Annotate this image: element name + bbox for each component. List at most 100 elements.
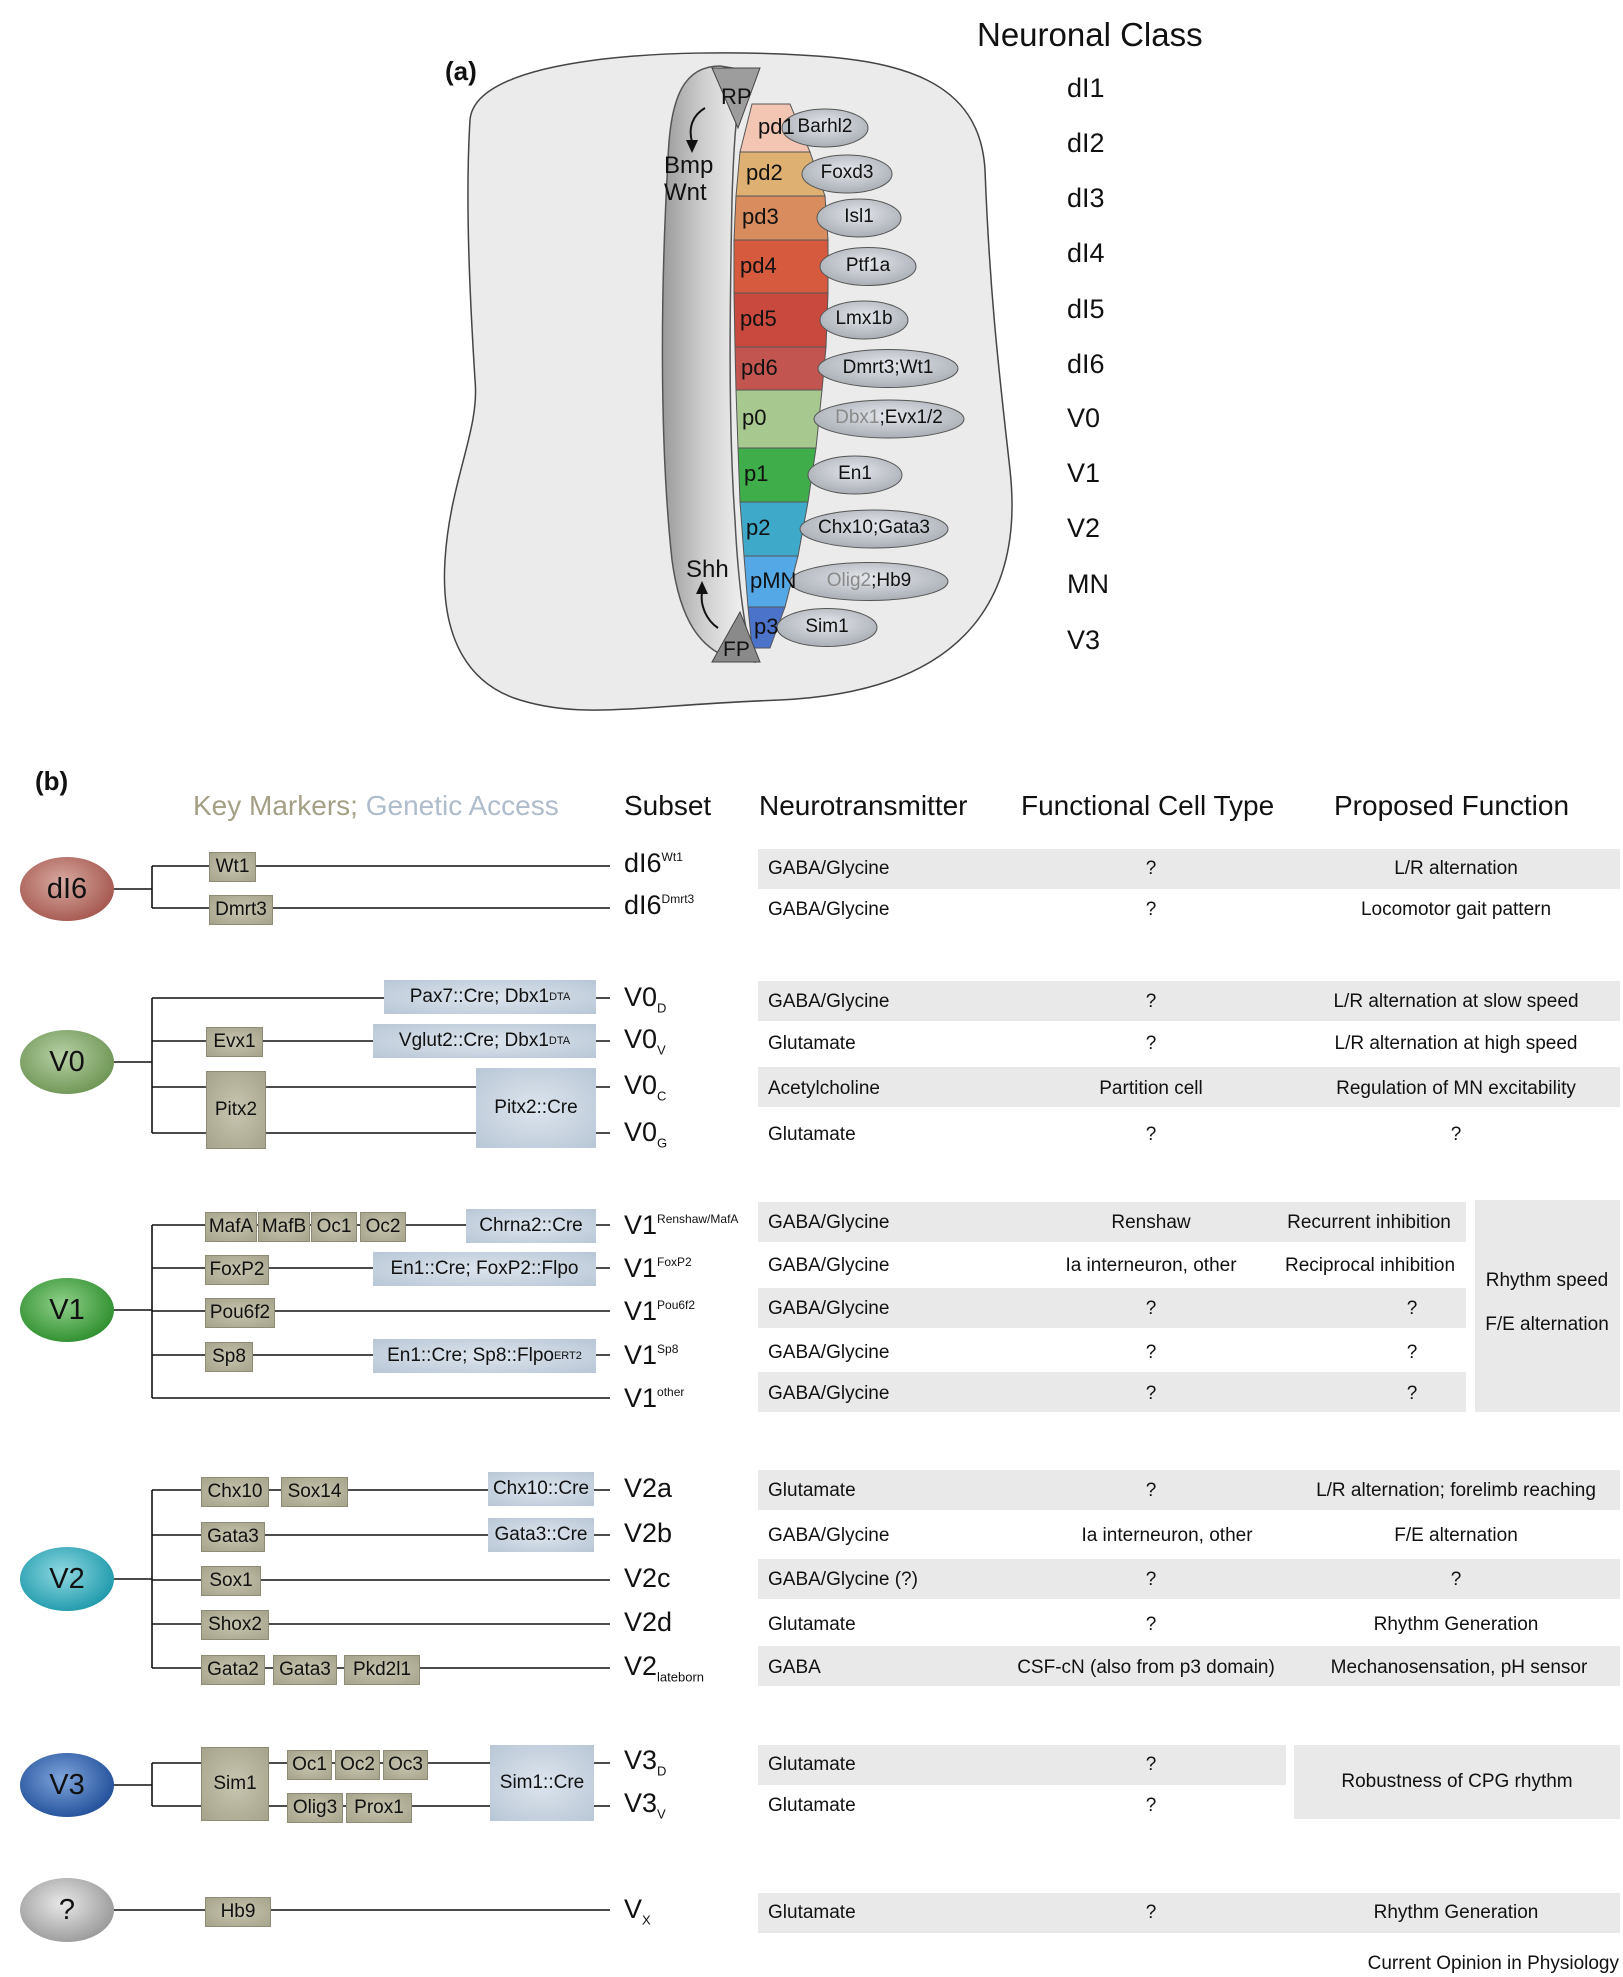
group-oval-v3: V3 [20, 1753, 114, 1817]
nt-di6dmrt3: GABA/Glycine [768, 899, 890, 920]
v3-shared-function: Robustness of CPG rhythm [1341, 1771, 1573, 1792]
subset-v2b: V2b [624, 1518, 673, 1548]
domain-label-p0: p0 [742, 405, 767, 430]
marker-mafa: MafA [205, 1212, 257, 1242]
marker-dmrt3: Dmrt3 [209, 895, 273, 925]
marker-gata2: Gata2 [201, 1655, 265, 1685]
nt-v1o: GABA/Glycine [768, 1383, 890, 1404]
domain-label-pmn: pMN [750, 567, 797, 593]
subset-v2d: V2d [624, 1607, 673, 1637]
marker-oc2: Oc2 [360, 1212, 406, 1242]
band-v1p [758, 1288, 1466, 1328]
marker-oval-p1 [807, 455, 903, 495]
roof-plate [711, 67, 761, 130]
subset-di6dmrt3: dI6Dmrt3 [624, 890, 695, 920]
subset-v2l: V2lateborn [624, 1651, 705, 1685]
subset-v0c: V0C [624, 1070, 667, 1104]
function-di6wt1: L/R alternation [1394, 858, 1518, 879]
celltype-v1r: Renshaw [1111, 1212, 1191, 1233]
marker-oval-p0 [813, 399, 965, 439]
marker-oc1: Oc1 [311, 1212, 357, 1242]
subset-v0g: V0G [624, 1117, 668, 1151]
function-v1s: ? [1406, 1342, 1418, 1363]
domain-label-p3: p3 [754, 613, 779, 639]
celltype-v2c: ? [1145, 1569, 1157, 1590]
marker-hb9: Hb9 [205, 1897, 271, 1927]
marker-label-p1: En1 [838, 463, 872, 484]
nt-v1p: GABA/Glycine [768, 1298, 890, 1319]
v1-shared-function-1: Rhythm speed [1485, 1270, 1609, 1291]
nt-v3v: Glutamate [768, 1795, 856, 1816]
group-oval-vx: ? [20, 1878, 114, 1942]
celltype-di6dmrt3: ? [1145, 899, 1157, 920]
marker-sp8: Sp8 [205, 1342, 253, 1372]
panel-b-label: (b) [35, 766, 69, 796]
marker-label-pd3: Isl1 [844, 206, 874, 227]
header-proposed-function: Proposed Function [1334, 790, 1570, 821]
marker-oval-p3 [776, 608, 878, 647]
function-v2d: Rhythm Generation [1373, 1614, 1539, 1635]
nt-vx: Glutamate [768, 1902, 856, 1923]
marker-oval-pmn [789, 562, 949, 601]
access-chx10cre: Chx10::Cre [488, 1472, 594, 1506]
nt-v0d: GABA/Glycine [768, 991, 890, 1012]
domain-label-pd6: pd6 [741, 354, 778, 380]
band-v2c [758, 1559, 1620, 1599]
marker-chx10: Chx10 [201, 1477, 269, 1507]
domain-label-pd1: pd1 [758, 114, 795, 139]
fp-label: FP [723, 638, 750, 661]
group-oval-v1: V1 [20, 1278, 114, 1342]
spinal-cord-diagram [443, 52, 1013, 711]
neuronal-class-v3: V3 [1067, 625, 1101, 655]
group-oval-v0: V0 [20, 1030, 114, 1094]
celltype-v0g: ? [1145, 1124, 1157, 1145]
subset-v1o: V1other [624, 1383, 685, 1413]
nt-v0c: Acetylcholine [768, 1078, 880, 1099]
marker-oval-p2 [799, 509, 949, 549]
domain-label-pd4: pd4 [740, 252, 777, 278]
nt-v3d: Glutamate [768, 1754, 856, 1775]
panel-a-label: (a) [445, 56, 477, 86]
domain-label-pd5: pd5 [740, 306, 777, 331]
subset-v2a: V2a [624, 1473, 673, 1503]
neuronal-class-mn: MN [1067, 569, 1109, 599]
function-v0v: L/R alternation at high speed [1334, 1033, 1578, 1054]
celltype-v0v: ? [1145, 1033, 1157, 1054]
marker-oval-pd1 [781, 108, 869, 148]
marker-label-pd1: Barhl2 [797, 116, 853, 137]
nt-di6wt1: GABA/Glycine [768, 858, 890, 879]
band-v1r [758, 1202, 1466, 1242]
subset-v1p: V1Pou6f2 [624, 1296, 696, 1326]
marker-oval-pd5 [819, 300, 909, 340]
celltype-di6wt1: ? [1145, 858, 1157, 879]
marker-evx1: Evx1 [206, 1027, 263, 1057]
domain-label-pd3: pd3 [742, 204, 779, 229]
marker-label-pd4: Ptf1a [845, 254, 891, 276]
rp-label: RP [721, 84, 752, 109]
band-vx [758, 1893, 1620, 1933]
function-v0c: Regulation of MN excitability [1336, 1078, 1576, 1099]
band-v0c [758, 1067, 1620, 1107]
function-v1o: ? [1406, 1383, 1418, 1404]
access-chrna2: Chrna2::Cre [466, 1209, 596, 1243]
function-v2b: F/E alternation [1394, 1525, 1518, 1546]
function-v1r: Recurrent inhibition [1287, 1212, 1451, 1233]
neuronal-class-v2: V2 [1067, 513, 1101, 543]
journal-footer: Current Opinion in Physiology [1367, 1953, 1619, 1974]
celltype-v1o: ? [1145, 1383, 1157, 1404]
celltype-v1p: ? [1145, 1298, 1157, 1319]
subset-v1r: V1Renshaw/MafA [624, 1210, 739, 1240]
marker-oval-pd4 [819, 247, 917, 286]
marker-label-p0: Dbx1;Evx1/2 [835, 407, 943, 428]
access-pitx2cre: Pitx2::Cre [476, 1068, 596, 1148]
arrow-bmp [689, 107, 706, 143]
group-oval-v2: V2 [20, 1547, 114, 1611]
neuronal-class-title: Neuronal Class [977, 16, 1203, 53]
marker-label-pd2: Foxd3 [820, 162, 874, 183]
header-key-markers: Key Markers; Genetic Access [193, 790, 559, 821]
marker-oc3: Oc3 [383, 1750, 428, 1780]
marker-wt1: Wt1 [209, 852, 256, 882]
subset-v3d: V3D [624, 1745, 667, 1779]
marker-pkd2l1: Pkd2l1 [344, 1655, 420, 1685]
